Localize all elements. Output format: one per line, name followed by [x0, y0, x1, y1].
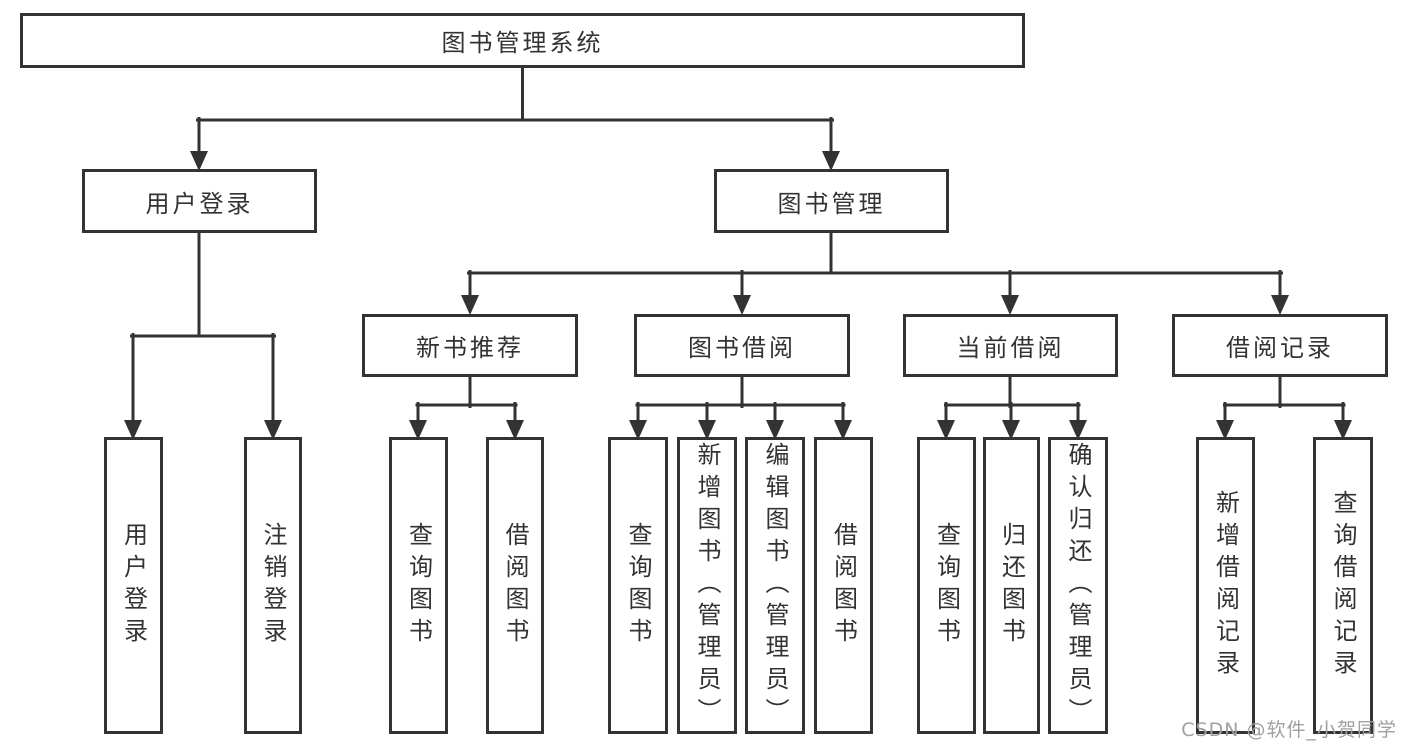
node-borrowing-records: 借阅记录: [1172, 314, 1388, 377]
node-book-borrowing: 图书借阅: [634, 314, 850, 377]
leaf-query-books-borrowing: 查询图书: [608, 437, 668, 734]
leaf-user-login: 用户登录: [104, 437, 163, 734]
leaf-borrow-books-borrowing: 借阅图书: [814, 437, 873, 734]
leaf-borrow-books-recommend: 借阅图书: [486, 437, 544, 734]
leaf-return-books: 归还图书: [983, 437, 1040, 734]
leaf-edit-book-admin: 编辑图书（管理员）: [745, 437, 805, 734]
node-library-system: 图书管理系统: [20, 13, 1025, 68]
leaf-confirm-return-admin: 确认归还（管理员）: [1048, 437, 1108, 734]
node-current-borrowing: 当前借阅: [903, 314, 1118, 377]
watermark: CSDN @软件_小贺同学: [1181, 719, 1397, 741]
leaf-add-book-admin: 新增图书（管理员）: [677, 437, 737, 734]
leaf-query-books-recommend: 查询图书: [389, 437, 448, 734]
leaf-query-borrow-record: 查询借阅记录: [1313, 437, 1373, 734]
node-new-book-recommend: 新书推荐: [362, 314, 578, 377]
node-book-management: 图书管理: [714, 169, 949, 233]
leaf-logout: 注销登录: [244, 437, 302, 734]
leaf-add-borrow-record: 新增借阅记录: [1196, 437, 1255, 734]
leaf-query-books-current: 查询图书: [917, 437, 976, 734]
node-user-login-branch: 用户登录: [82, 169, 317, 233]
